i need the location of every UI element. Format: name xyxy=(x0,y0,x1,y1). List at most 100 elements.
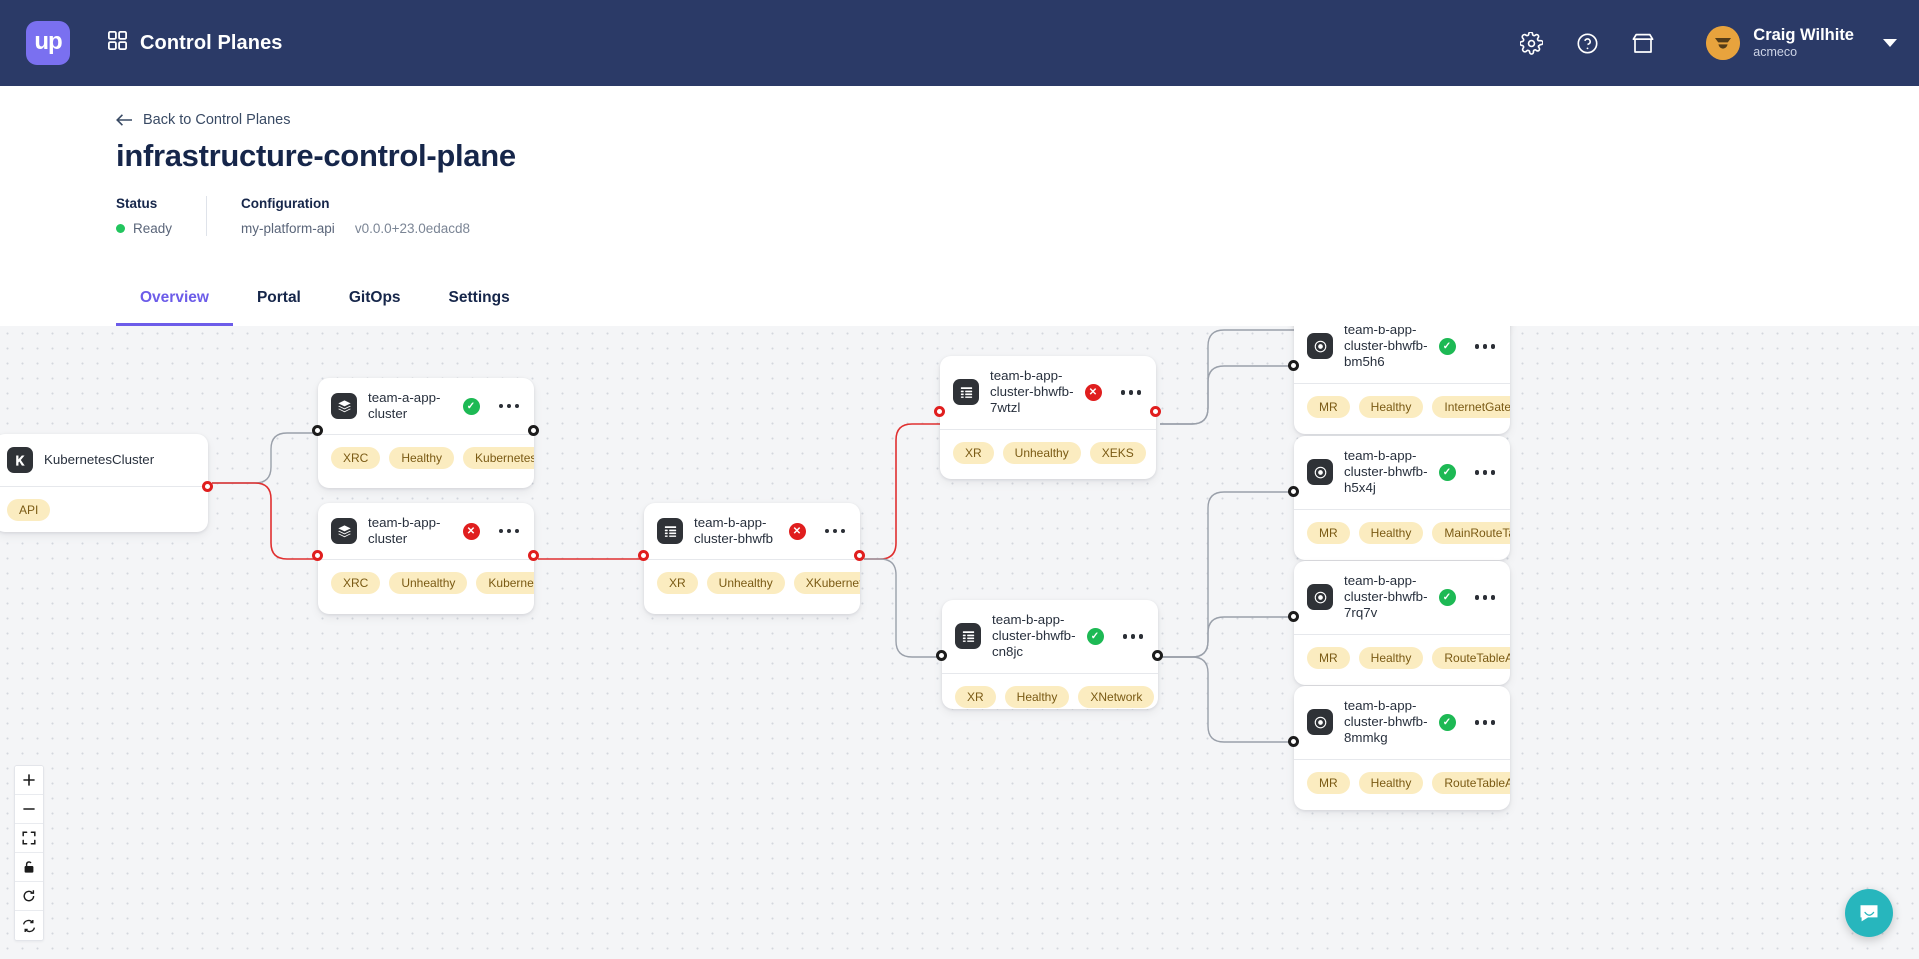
node-handle-right[interactable] xyxy=(202,481,213,492)
target-icon xyxy=(1307,709,1333,736)
configuration-block: Configuration my-platform-api v0.0.0+23.… xyxy=(206,196,504,236)
user-meta: Craig Wilhite acmeco xyxy=(1753,26,1854,60)
grid-icon xyxy=(107,30,128,55)
node-header: team-a-app-cluster✓ xyxy=(318,378,534,434)
node-menu-button[interactable] xyxy=(1115,630,1146,643)
chat-launcher-button[interactable] xyxy=(1845,889,1893,937)
node-chip: MR xyxy=(1307,521,1350,544)
node-chip: XNetwork xyxy=(1078,685,1155,708)
node-menu-button[interactable] xyxy=(1113,386,1144,399)
tab-gitops[interactable]: GitOps xyxy=(348,289,401,306)
tab-settings[interactable]: Settings xyxy=(448,289,510,306)
node-chip: XKubernetesCluster xyxy=(793,572,860,595)
node-handle-right[interactable] xyxy=(1150,406,1161,417)
node-title: team-b-app-cluster-bhwfb-cn8jc xyxy=(992,612,1076,660)
node-divider xyxy=(1294,508,1510,510)
configuration-version: v0.0.0+23.0edacd8 xyxy=(354,221,471,236)
upbound-logo[interactable]: up xyxy=(26,21,70,65)
status-text: Ready xyxy=(133,221,173,236)
node-header: team-b-app-cluster-bhwfb-8mmkg ✓ xyxy=(1294,686,1510,759)
nav-control-planes[interactable]: Control Planes xyxy=(107,30,283,55)
zoom-in-button[interactable] xyxy=(15,766,43,795)
status-label: Status xyxy=(116,196,158,211)
node-menu-button[interactable] xyxy=(1467,466,1498,479)
zoom-out-button[interactable] xyxy=(15,795,43,824)
node-handle-right[interactable] xyxy=(1152,650,1163,661)
healthy-check-icon: ✓ xyxy=(1438,463,1456,481)
user-org: acmeco xyxy=(1753,45,1798,60)
node-handle-left[interactable] xyxy=(312,550,323,561)
marketplace-icon[interactable] xyxy=(1628,28,1658,58)
node-handle-right[interactable] xyxy=(528,425,539,436)
node-chip: Healthy xyxy=(1358,646,1424,669)
layers-icon xyxy=(331,518,357,545)
node-menu-button[interactable] xyxy=(1467,716,1498,729)
configuration-value: my-platform-api v0.0.0+23.0edacd8 xyxy=(241,221,470,236)
node-handle-left[interactable] xyxy=(934,406,945,417)
node-menu-button[interactable] xyxy=(491,525,522,538)
node-chip: MR xyxy=(1307,646,1350,669)
refresh-button[interactable] xyxy=(15,911,43,940)
meta-row: Status Ready Configuration my-platform-a… xyxy=(116,196,1919,236)
node-chip: Healthy xyxy=(1004,685,1070,708)
layers-icon xyxy=(331,393,357,420)
user-name: Craig Wilhite xyxy=(1753,25,1854,44)
node-chip-row: MRHealthyMainRouteTableAssociation xyxy=(1294,510,1510,558)
node-title: team-b-app-cluster-bhwfb-8mmkg xyxy=(1344,698,1428,746)
graph-node-team-a-app-cluster[interactable]: team-a-app-cluster✓XRCHealthyKubernetesC… xyxy=(318,378,534,488)
node-handle-left[interactable] xyxy=(638,550,649,561)
node-handle-right[interactable] xyxy=(854,550,865,561)
node-title: team-b-app-cluster-bhwfb-bm5h6 xyxy=(1344,326,1428,370)
tab-portal[interactable]: Portal xyxy=(256,289,301,306)
settings-icon[interactable] xyxy=(1516,28,1546,58)
node-title: team-b-app-cluster-bhwfb xyxy=(694,515,774,547)
healthy-check-icon: ✓ xyxy=(1438,713,1456,731)
node-chip: RouteTableAssociation xyxy=(1432,771,1510,794)
node-header: team-b-app-cluster-bhwfb-7wtzl✕ xyxy=(940,356,1156,429)
node-handle-right[interactable] xyxy=(528,550,539,561)
reset-button[interactable] xyxy=(15,882,43,911)
user-menu[interactable]: Craig Wilhite acmeco xyxy=(1706,26,1897,60)
node-handle-left[interactable] xyxy=(312,425,323,436)
node-header: team-b-app-cluster-bhwfb-bm5h6✓ xyxy=(1294,326,1510,383)
help-icon[interactable] xyxy=(1572,28,1602,58)
node-chip: XEKS xyxy=(1089,441,1146,464)
node-menu-button[interactable] xyxy=(491,400,522,413)
node-chip: MainRouteTableAssociation xyxy=(1432,521,1510,544)
node-header: team-b-app-cluster-bhwfb-h5x4j✓ xyxy=(1294,436,1510,509)
lock-button[interactable] xyxy=(15,853,43,882)
node-divider xyxy=(0,486,208,487)
node-header: team-b-app-cluster✕ xyxy=(318,503,534,559)
node-menu-button[interactable] xyxy=(1467,340,1498,353)
node-handle-left[interactable] xyxy=(1288,611,1299,622)
node-divider xyxy=(942,672,1158,674)
node-handle-left[interactable] xyxy=(936,650,947,661)
node-chip: KubernetesCluster xyxy=(476,572,534,595)
fit-view-button[interactable] xyxy=(15,824,43,853)
graph-node-team-b-app-cluster[interactable]: team-b-app-cluster✕XRCUnhealthyKubernete… xyxy=(318,503,534,614)
node-menu-button[interactable] xyxy=(1467,591,1498,604)
node-menu-button[interactable] xyxy=(817,525,848,538)
node-header: team-b-app-cluster-bhwfb✕ xyxy=(644,503,860,559)
status-block: Status Ready xyxy=(116,196,206,236)
node-chip-row: MRHealthyRouteTableAssociation xyxy=(1294,635,1510,683)
chevron-down-icon[interactable] xyxy=(1883,39,1897,47)
node-handle-left[interactable] xyxy=(1288,486,1299,497)
back-to-control-planes-link[interactable]: Back to Control Planes xyxy=(116,112,291,128)
tab-overview[interactable]: Overview xyxy=(116,289,233,326)
node-handle-left[interactable] xyxy=(1288,736,1299,747)
node-handle-left[interactable] xyxy=(1288,360,1299,371)
node-chip: API xyxy=(7,499,51,521)
node-chip-row: XRCHealthyKubernetesCluster xyxy=(318,435,534,483)
page-title: infrastructure-control-plane xyxy=(116,138,516,173)
node-chip: KubernetesCluster xyxy=(463,447,534,470)
